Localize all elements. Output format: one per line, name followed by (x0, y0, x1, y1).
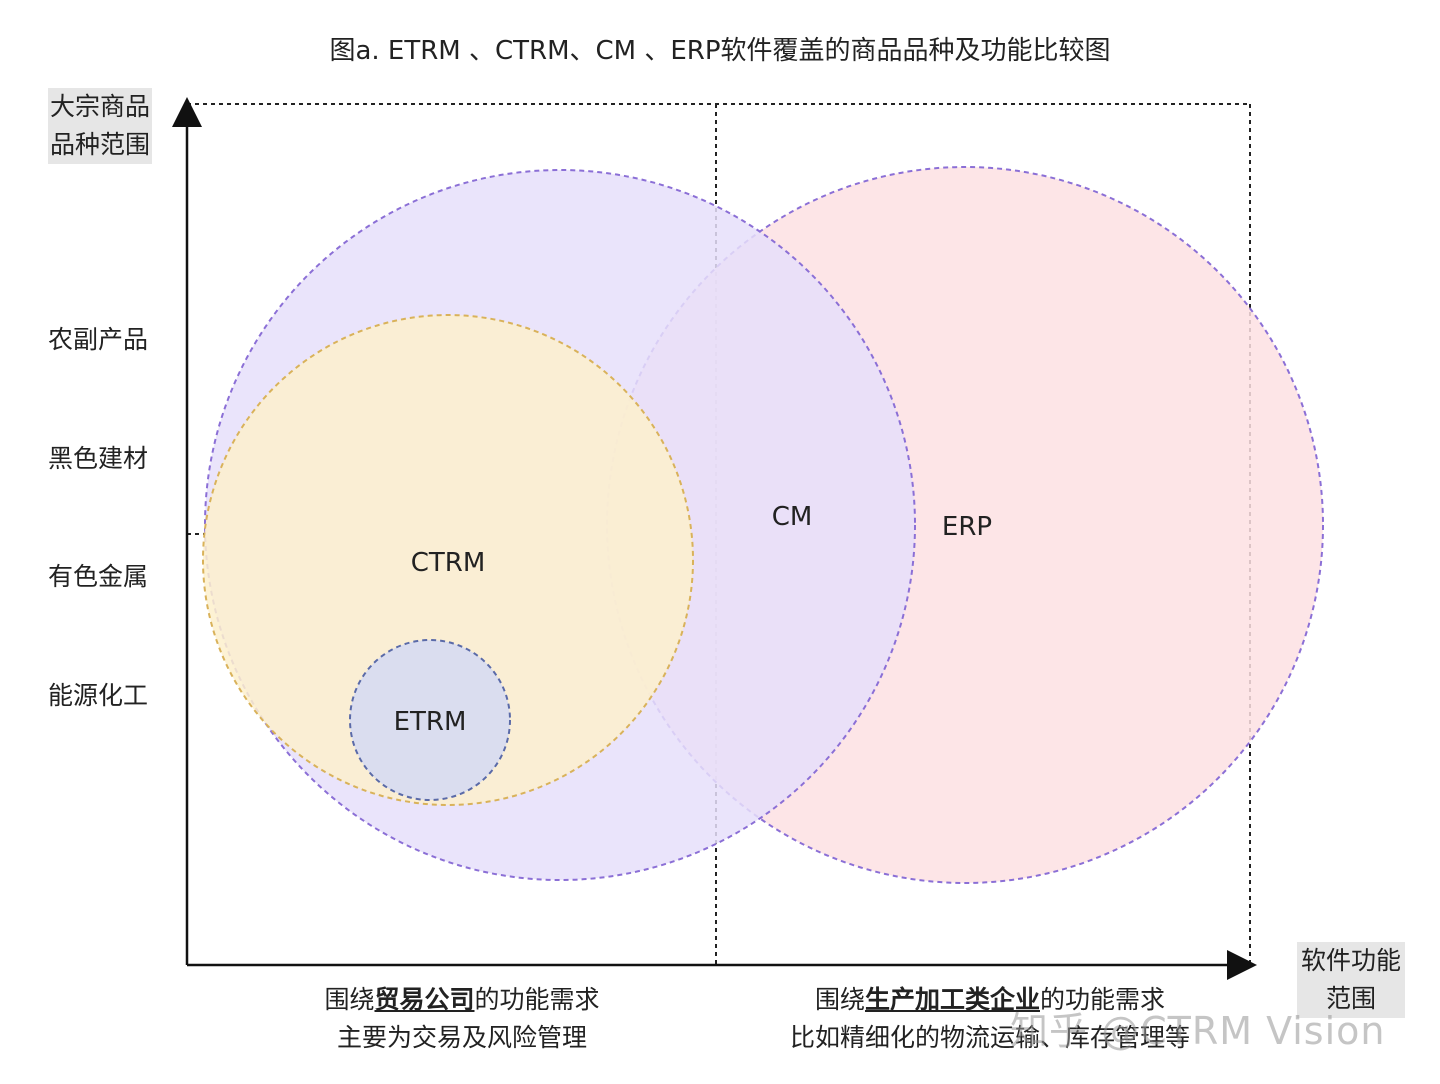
caption-right-pre: 围绕 (814, 985, 865, 1014)
dashed-frame (187, 103, 1251, 965)
y-category-nonferrous: 有色金属 (48, 562, 149, 591)
x-axis-title: 软件功能 范围 (1297, 942, 1405, 1018)
caption-left-post: 的功能需求 (474, 985, 600, 1014)
ctrm-label: CTRM (411, 548, 486, 578)
erp-label: ERP (942, 512, 992, 542)
x-axis-title-line2: 范围 (1325, 984, 1376, 1013)
x-axis-title-line1: 软件功能 (1300, 946, 1401, 975)
etrm-label: ETRM (394, 707, 467, 737)
watermark: 知乎 @CTRM Vision (1010, 1009, 1386, 1053)
diagram-title: 图a. ETRM 、CTRM、CM 、ERP软件覆盖的商品品种及功能比较图 (329, 36, 1111, 66)
caption-right: 围绕生产加工类企业的功能需求 比如精细化的物流运输、库存管理等 (760, 981, 1220, 1057)
etrm-circle (349, 639, 511, 801)
caption-left-bold: 贸易公司 (374, 985, 475, 1014)
cm-label: CM (772, 502, 813, 532)
y-axis-title: 大宗商品 品种范围 (48, 88, 153, 164)
y-category-agri: 农副产品 (48, 325, 149, 354)
caption-left-pre: 围绕 (324, 985, 375, 1014)
caption-left-line2: 主要为交易及风险管理 (336, 1023, 587, 1052)
caption-right-line1: 围绕生产加工类企业的功能需求 (760, 981, 1220, 1019)
caption-right-post: 的功能需求 (1040, 985, 1166, 1014)
ctrm-circle (202, 314, 694, 806)
caption-left-line1: 围绕贸易公司的功能需求 (262, 981, 662, 1019)
y-axis-title-line2: 品种范围 (50, 130, 151, 159)
y-category-energy: 能源化工 (48, 681, 149, 710)
y-axis-title-line1: 大宗商品 (50, 92, 151, 121)
caption-right-bold: 生产加工类企业 (864, 985, 1040, 1014)
y-category-ferrous: 黑色建材 (48, 444, 149, 473)
caption-left: 围绕贸易公司的功能需求 主要为交易及风险管理 (262, 981, 662, 1057)
caption-right-line2: 比如精细化的物流运输、库存管理等 (789, 1023, 1190, 1052)
